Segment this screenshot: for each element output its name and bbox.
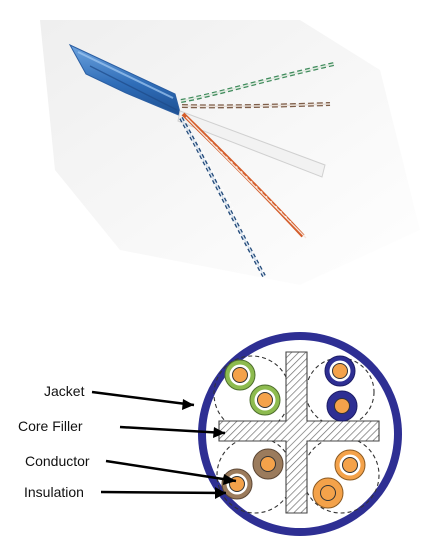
cable-cross-section bbox=[198, 332, 402, 536]
core-filler-label: Core Filler bbox=[18, 418, 83, 434]
jacket-label: Jacket bbox=[44, 383, 85, 399]
jacket-leader bbox=[92, 392, 194, 405]
insulation-label: Insulation bbox=[24, 484, 84, 500]
conductor-label: Conductor bbox=[25, 453, 90, 469]
insulation-leader bbox=[101, 492, 226, 493]
jacket-arrowhead bbox=[182, 399, 194, 410]
cable-photo bbox=[40, 20, 420, 285]
